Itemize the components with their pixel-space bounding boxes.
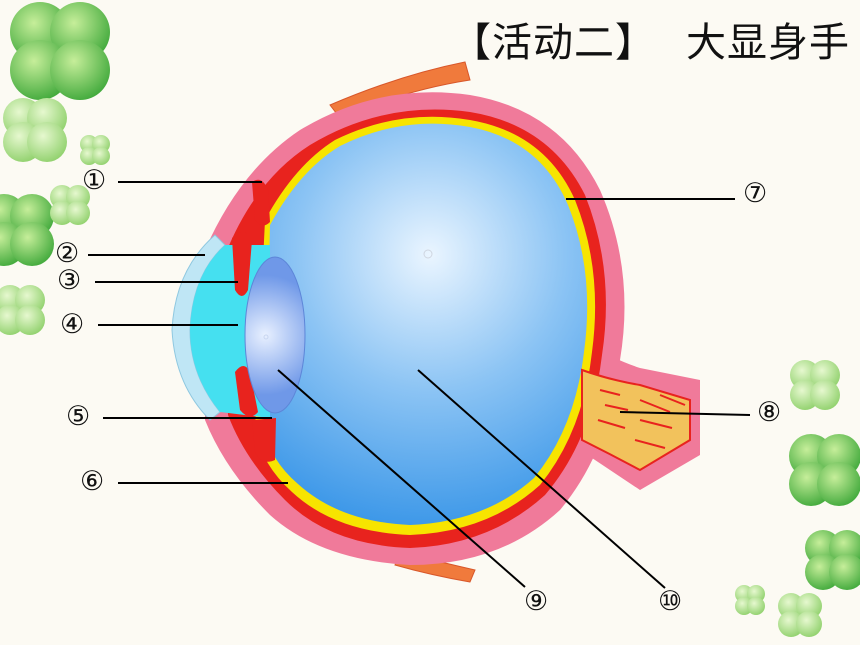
callout-6: ⑥ [80,466,105,497]
iris-lower [235,366,258,417]
vitreous-center-marker [423,249,433,259]
optic-nerve-fibers [597,389,686,449]
clover-decoration-right [735,360,860,637]
title-main-part: 大显身手 [686,20,850,66]
ciliary-body-upper [252,179,270,226]
callout-7: ⑦ [743,178,768,209]
callout-2: ② [55,238,80,269]
optic-nerve [581,368,691,472]
callout-10: ⑩ [658,586,683,617]
clover-decoration-left [0,2,110,335]
callout-9: ⑨ [524,586,549,617]
callout-5: ⑤ [66,401,91,432]
leader-lines [88,181,751,589]
lens-center-marker [263,334,269,340]
iris-upper [232,231,252,296]
callout-1: ① [82,165,107,196]
leader-line-9 [277,369,526,588]
lens [244,256,306,414]
title-bracket-part: 【活动二】 [451,20,656,66]
callout-4: ④ [60,309,85,340]
slide-title: 【活动二】大显身手 [400,10,850,68]
callout-8: ⑧ [757,397,782,428]
vitreous-body [265,123,588,526]
ciliary-body-lower [252,418,276,462]
callout-3: ③ [57,265,82,296]
leader-line-8 [619,411,751,416]
leader-line-10 [417,369,666,589]
